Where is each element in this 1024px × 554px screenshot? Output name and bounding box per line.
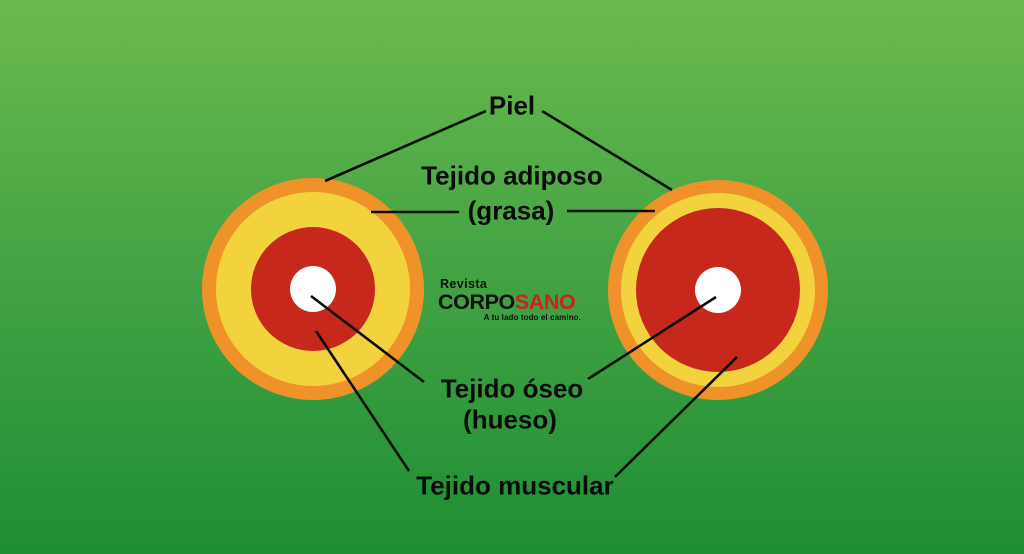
left-bone-center [290,266,336,312]
corposano-logo: Revista CORPOSANO A tu lado todo el cami… [438,278,581,322]
oseo-right-line [587,295,717,381]
label-tejido-oseo: Tejido óseo [440,373,584,404]
label-tejido-muscular: Tejido muscular [416,470,614,501]
oseo-left-line [310,294,425,384]
muscular-left-line [314,330,411,472]
label-grasa: (grasa) [467,195,555,226]
logo-tagline-text: A tu lado todo el camino. [483,313,581,322]
piel-left-line [324,109,487,183]
logo-brand-red: SANO [514,289,576,314]
label-tejido-adiposo: Tejido adiposo [421,160,603,191]
logo-brand-black: CORPO [438,289,515,314]
piel-right-line [541,109,673,192]
logo-brand-text: CORPOSANO [438,289,581,314]
label-hueso: (hueso) [463,404,557,435]
muscular-right-line [614,356,738,478]
logo-revista-text: Revista [440,277,488,291]
label-piel: Piel [488,90,536,121]
